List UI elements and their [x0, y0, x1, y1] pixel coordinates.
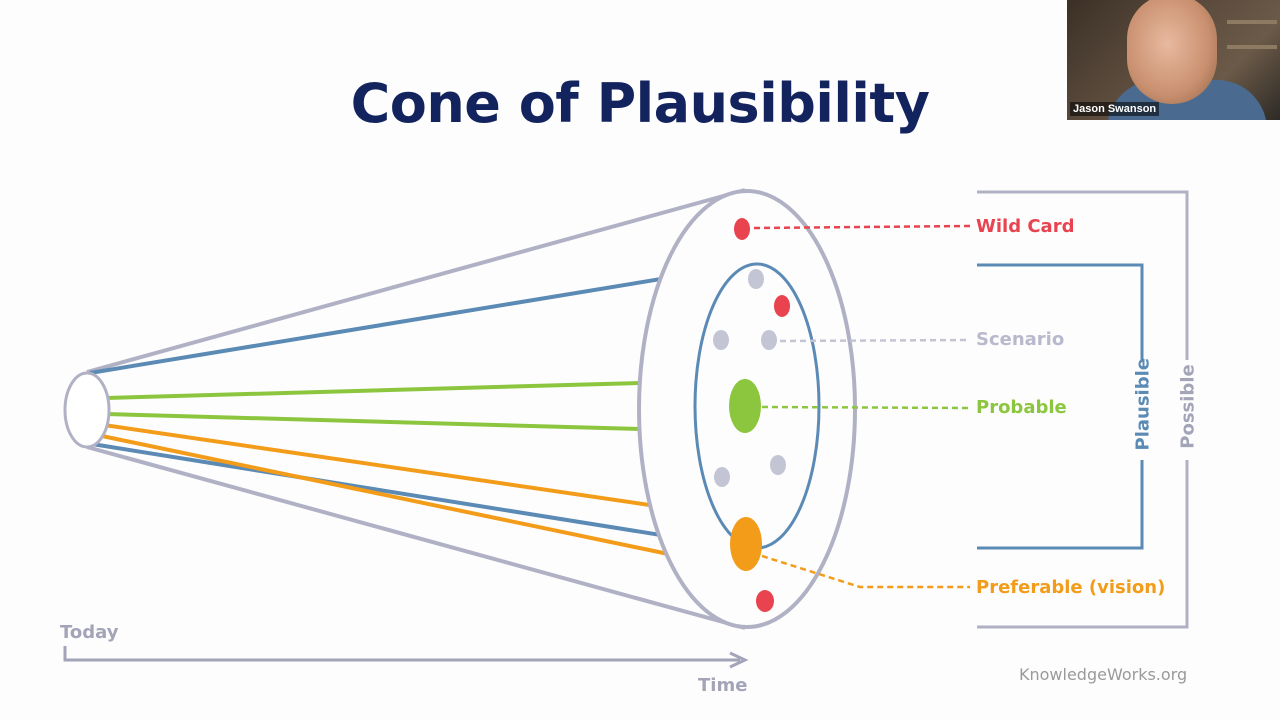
preferable-label: Preferable (vision) — [976, 577, 1166, 598]
scenario-dot — [714, 467, 730, 487]
scenario-label: Scenario — [976, 329, 1065, 350]
source-credit: KnowledgeWorks.org — [1019, 665, 1188, 684]
possible-label: Possible — [1177, 364, 1199, 449]
scenario-leader — [779, 338, 971, 343]
cone-outer-top-edge — [86, 188, 746, 374]
background-shelf — [1227, 45, 1277, 49]
probable-leader — [761, 405, 971, 410]
scenario-dot — [770, 455, 786, 475]
scenario-dot — [748, 269, 764, 289]
preferable-line-top — [103, 423, 746, 521]
today-label: Today — [60, 622, 119, 643]
preferable-marker — [730, 517, 762, 571]
cone-plausible-bottom-edge — [91, 442, 743, 550]
participant-avatar — [1127, 0, 1217, 104]
time-label: Time — [698, 675, 748, 696]
probable-label: Probable — [976, 397, 1067, 418]
probable-marker — [729, 379, 761, 433]
plausible-label: Plausible — [1132, 358, 1154, 451]
background-shelf — [1227, 20, 1277, 24]
time-axis — [63, 646, 740, 662]
today-circle — [63, 371, 111, 449]
wild-card-label: Wild Card — [976, 216, 1075, 237]
cone-outer-bottom-edge — [86, 445, 746, 630]
scenario-dot — [713, 330, 729, 350]
time-axis-arrowhead — [729, 651, 749, 669]
wild-card-leader — [753, 224, 971, 230]
preferable-line-bottom — [101, 434, 746, 572]
wild-card-dot — [734, 218, 750, 240]
wild-card-dot — [774, 295, 790, 317]
wild-card-dot — [756, 590, 774, 612]
scenario-dot — [761, 330, 777, 350]
participant-name: Jason Swanson — [1070, 102, 1160, 116]
participant-video-tile[interactable]: Jason Swanson — [1067, 0, 1280, 120]
cone-plausible-top-edge — [89, 262, 753, 375]
preferable-leader — [761, 554, 970, 589]
slide-title: Cone of Plausibility — [350, 72, 930, 135]
